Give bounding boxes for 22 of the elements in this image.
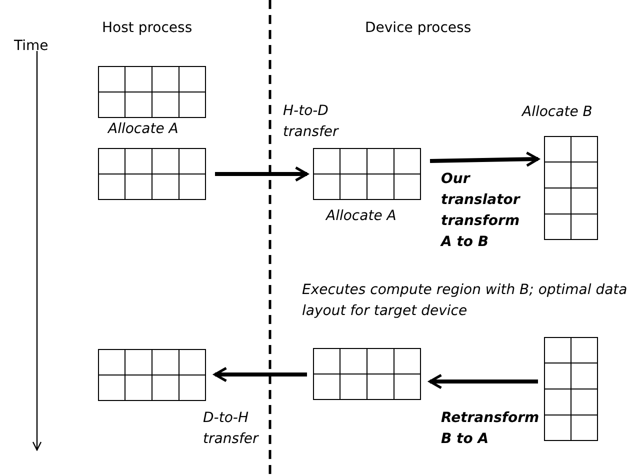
edge-label: Retransform B to A (441, 409, 540, 449)
grid-block (544, 136, 598, 240)
arrow (430, 152, 540, 167)
grid-block (98, 349, 206, 401)
heading-label: Time (14, 37, 50, 56)
grid-block (98, 66, 206, 118)
grid-block (313, 348, 421, 400)
edge-label: D-to-H transfer (203, 409, 260, 449)
arrow (214, 366, 307, 382)
heading-label: Device process (365, 19, 472, 38)
block-caption: Allocate A (108, 120, 178, 139)
heading-label: Host process (102, 19, 194, 38)
arrow (215, 166, 308, 182)
grid-block (98, 148, 206, 200)
edge-label: H-to-D transfer (283, 102, 340, 142)
note-text: Executes compute region with B; optimal data layout for target device (302, 281, 628, 321)
block-caption: Allocate B (522, 103, 592, 122)
grid-block (544, 337, 598, 441)
block-caption: Allocate A (326, 207, 396, 226)
grid-block (313, 148, 421, 200)
arrow (428, 374, 538, 390)
edge-label: Our translator transform A to B (441, 170, 522, 252)
